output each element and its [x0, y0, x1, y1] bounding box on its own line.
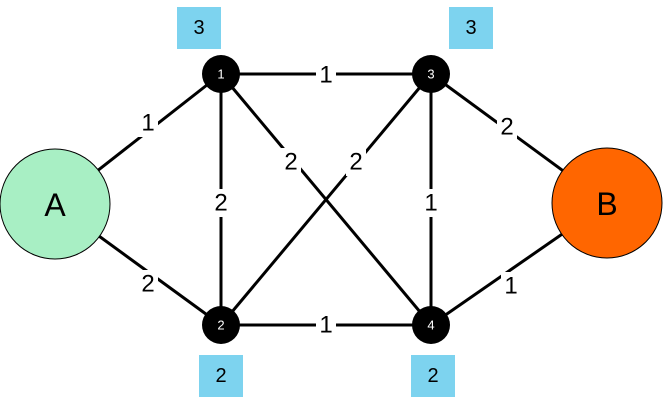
edge-weight-background: [497, 113, 517, 141]
edge-weight-background: [316, 311, 336, 339]
edge-weight-2-3: 2: [346, 148, 366, 176]
edge-weight-background: [211, 189, 231, 217]
edge-weight-background: [346, 148, 366, 176]
edge-weight-label: 1: [319, 62, 332, 89]
edge-weight-3-B: 2: [497, 113, 517, 141]
node-4-badge: 2: [411, 355, 455, 397]
badge-value: 3: [465, 17, 476, 39]
edge-2-3: [219, 73, 433, 326]
edges-layer: [54, 72, 608, 327]
badges-layer: 3 3 2 2: [177, 7, 493, 397]
node-A-label: A: [44, 187, 66, 223]
edge-weight-background: [316, 61, 336, 89]
edge-weight-4-B: 1: [501, 272, 521, 300]
edge-weight-1-2: 2: [211, 189, 231, 217]
edge-weight-label: 2: [500, 114, 513, 141]
edge-weight-A-1: 1: [138, 109, 158, 137]
edge-weight-background: [138, 270, 158, 298]
edge-weight-label: 2: [349, 149, 362, 176]
node-3-badge: 3: [449, 7, 493, 49]
nodes-layer: A B 1 2 3 4: [0, 55, 663, 344]
node-3: 3: [412, 55, 450, 93]
badge-box: [449, 7, 493, 49]
node-B: B: [551, 147, 663, 259]
edge-weight-background: [501, 272, 521, 300]
edge-weight-label: 1: [424, 190, 437, 217]
edge-weight-label: 1: [319, 312, 332, 339]
node-B-circle: [551, 147, 663, 259]
badge-value: 2: [215, 365, 226, 387]
edge-weight-label: 2: [284, 149, 297, 176]
edge-weight-1-4: 2: [281, 148, 301, 176]
node-A-circle: [0, 148, 111, 260]
node-B-label: B: [596, 186, 617, 222]
badge-box: [411, 355, 455, 397]
node-4-label: 4: [427, 318, 434, 333]
node-2-badge: 2: [199, 355, 243, 397]
edge-weight-background: [421, 189, 441, 217]
badge-box: [177, 7, 221, 49]
badge-value: 3: [193, 17, 204, 39]
node-2-label: 2: [217, 318, 224, 333]
edge-weight-label: 1: [141, 110, 154, 137]
edge-weight-label: 1: [504, 273, 517, 300]
node-1-badge: 3: [177, 7, 221, 49]
node-3-circle: [412, 55, 450, 93]
node-4: 4: [412, 306, 450, 344]
node-3-label: 3: [427, 67, 434, 82]
node-2-circle: [202, 306, 240, 344]
edge-weight-3-4: 1: [421, 189, 441, 217]
node-2: 2: [202, 306, 240, 344]
edge-weight-background: [138, 109, 158, 137]
edge-weight-background: [281, 148, 301, 176]
node-1-circle: [202, 55, 240, 93]
badge-box: [199, 355, 243, 397]
node-1: 1: [202, 55, 240, 93]
node-A: A: [0, 148, 111, 260]
badge-value: 2: [427, 365, 438, 387]
edge-weight-label: 2: [214, 190, 227, 217]
node-1-label: 1: [217, 67, 224, 82]
edge-labels-layer: 1 2 1 2 2 2 1 1 2 1: [138, 61, 521, 339]
edge-weight-A-2: 2: [138, 270, 158, 298]
edge-weight-label: 2: [141, 271, 154, 298]
edge-weight-1-3: 1: [316, 61, 336, 89]
edge-weight-2-4: 1: [316, 311, 336, 339]
node-4-circle: [412, 306, 450, 344]
